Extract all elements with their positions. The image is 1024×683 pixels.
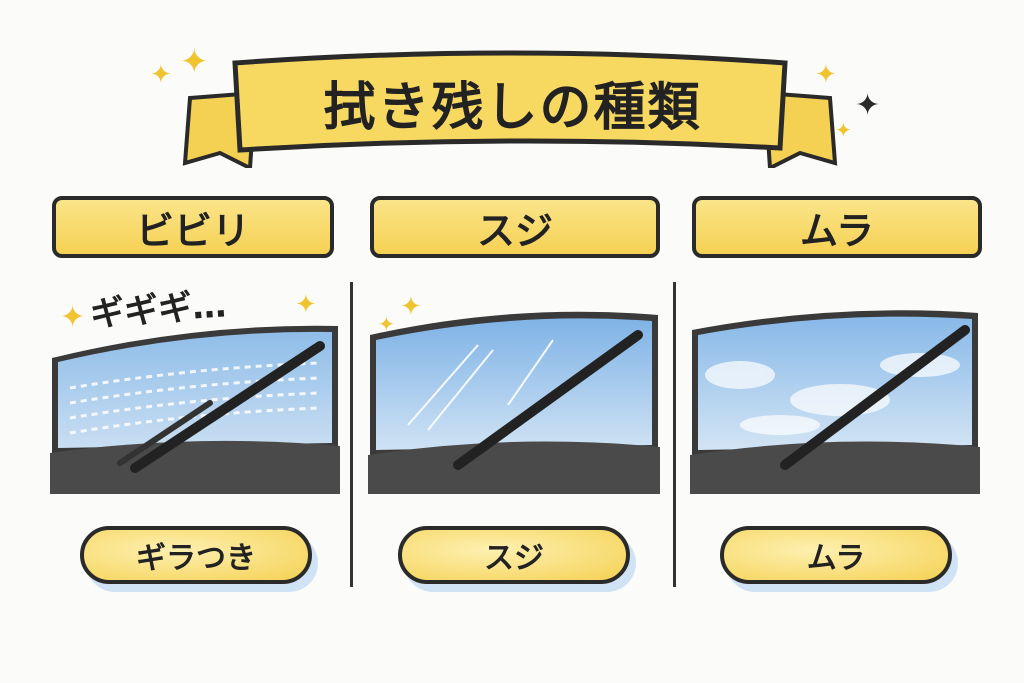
column-divider bbox=[673, 282, 676, 587]
caption-mura: ムラ bbox=[720, 526, 952, 584]
caption-giratsuki: ギラつき bbox=[80, 526, 312, 584]
sparkle-icon: ✦ bbox=[400, 292, 422, 322]
sparkle-icon: ✦ bbox=[378, 312, 395, 336]
column-divider bbox=[350, 282, 353, 587]
label-suji: スジ bbox=[370, 196, 660, 258]
label-bibiri: ビビリ bbox=[52, 196, 334, 258]
sparkle-icon: ✦ bbox=[855, 88, 881, 123]
caption-suji: スジ bbox=[398, 526, 630, 584]
sparkle-icon: ✦ bbox=[815, 60, 837, 90]
windshield-suji-illustration bbox=[368, 311, 660, 494]
sparkle-icon: ✦ bbox=[835, 118, 852, 142]
page-title: 拭き残しの種類 bbox=[323, 77, 702, 138]
sparkle-icon: ✦ bbox=[150, 60, 172, 90]
sparkle-icon: ✦ bbox=[180, 42, 209, 82]
label-mura: ムラ bbox=[692, 196, 982, 258]
windshield-bibiri-illustration bbox=[50, 325, 340, 494]
sparkle-icon: ✦ bbox=[295, 290, 317, 320]
sparkle-icon: ✦ bbox=[60, 300, 86, 335]
title-banner bbox=[182, 50, 838, 168]
windshield-mura-illustration bbox=[690, 310, 980, 494]
